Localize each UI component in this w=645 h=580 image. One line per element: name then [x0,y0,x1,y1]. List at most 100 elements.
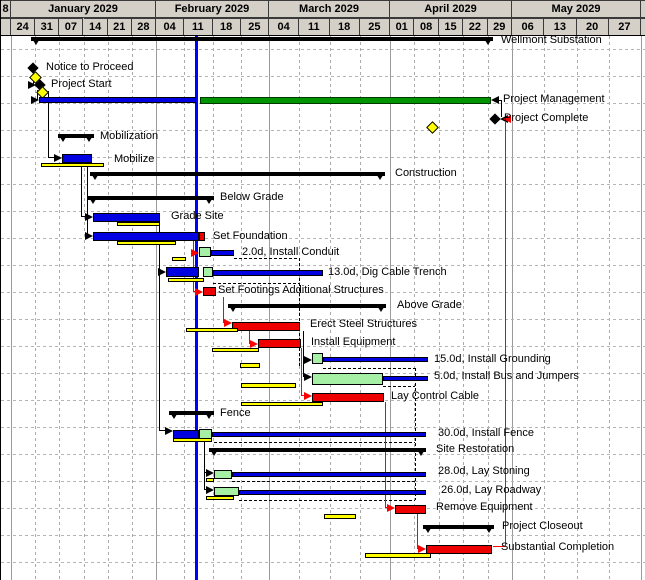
gantt-bar-set-footings-additional-structures[interactable] [203,287,216,296]
gantt-bar-erect-steel-structures[interactable] [186,328,238,332]
task-label-project-management: Project Management [503,93,605,105]
gantt-bar-lay-control-cable[interactable] [241,402,323,406]
gantt-bar-grade-site[interactable] [93,213,160,222]
gantt-bar-lay-roadway[interactable] [214,487,239,496]
gantt-bar-install-fence[interactable] [212,432,426,437]
gantt-bar-install-bus-and-jumpers[interactable] [241,383,296,388]
dependency-line [87,167,88,236]
gantt-bar-lay-roadway[interactable] [239,490,426,495]
row-gridline [1,535,645,536]
gantt-bar-lay-stoning[interactable] [232,472,426,477]
week-gridline [576,36,578,580]
week-header-cell: 07 [59,18,84,36]
milestone-project-complete[interactable] [489,113,501,125]
summary-bar-construction[interactable] [90,172,385,176]
gantt-bar-dig-cable-trench[interactable] [203,267,213,277]
week-header-cell: 25 [359,18,390,36]
task-label-install-bus-and-jumpers: 5.0d, Install Bus and Jumpers [434,370,579,382]
gantt-bar-lay-stoning[interactable] [206,478,214,482]
dependency-line [193,241,194,292]
row-gridline [1,427,645,428]
summary-bar-wellmont-substation[interactable] [31,37,493,41]
gantt-bar-dig-cable-trench[interactable] [166,267,199,277]
task-label-lay-stoning: 28.0d, Lay Stoning [438,465,530,477]
summary-end-triangle [209,448,219,456]
week-gridline [184,36,186,580]
gantt-bar-lay-roadway[interactable] [206,496,234,500]
gantt-bar-install-equipment[interactable] [212,348,259,352]
summary-end-triangle [416,448,426,456]
gantt-bar-install-grounding[interactable] [312,353,323,364]
gantt-bar-install-bus-and-jumpers[interactable] [383,376,428,381]
row-gridline [1,130,645,131]
late-date-dashed-line [232,481,415,482]
task-label-install-conduit: 2.0d, Install Conduit [242,246,340,258]
dependency-line [37,90,38,100]
late-date-dashed-line [214,442,415,443]
gantt-bar-install-conduit[interactable] [172,257,186,261]
summary-end-triangle [204,411,214,419]
summary-end-triangle [376,304,386,312]
week-gridline [59,36,61,580]
summary-bar-site-restoration[interactable] [209,448,426,452]
gantt-bar-substantial-completion[interactable] [426,545,492,554]
week-gridline [83,36,85,580]
summary-bar-above-grade[interactable] [228,304,386,308]
row-gridline [1,76,645,77]
gantt-bar-install-bus-and-jumpers[interactable] [312,373,383,385]
week-header-cell: 04 [156,18,185,36]
gantt-bar-install-conduit[interactable] [211,250,234,256]
gantt-bar-erect-steel-structures[interactable] [232,322,300,331]
gantt-bar-mobilize[interactable] [41,163,104,167]
gantt-bar-remove-equipment[interactable] [395,505,426,514]
month-gridline [641,36,642,580]
gantt-bar-grade-site[interactable] [117,222,160,226]
summary-bar-mobilization[interactable] [58,134,94,138]
dependency-line [505,122,506,546]
gantt-bar-install-grounding[interactable] [240,363,260,368]
gantt-bar-dig-cable-trench[interactable] [213,270,323,276]
task-label-install-fence: 30.0d, Install Fence [438,427,535,439]
dependency-arrow [418,545,426,553]
gantt-bar-substantial-completion[interactable] [365,553,431,558]
task-label-above-grade: Above Grade [397,299,462,311]
row-gridline [1,49,645,50]
month-header-cell: April 2029 [390,0,512,18]
task-label-set-foundation: Set Foundation [213,230,288,242]
week-gridline [608,36,610,580]
week-header-cell: 18 [329,18,360,36]
gantt-bar-install-fence[interactable] [173,438,212,442]
gantt-bar-project-management[interactable] [39,97,196,103]
gantt-bar-project-management[interactable] [200,97,491,104]
gantt-bar-mobilize[interactable] [62,154,92,163]
dependency-line [493,546,505,547]
week-header-cell: 04 [269,18,300,36]
gantt-bar-set-foundation[interactable] [93,232,199,241]
summary-bar-project-closeout[interactable] [423,525,494,529]
week-header-cell: 14 [83,18,108,36]
dependency-arrow [31,96,39,104]
gantt-bar-dig-cable-trench[interactable] [168,278,204,282]
gantt-bar-lay-stoning[interactable] [214,470,232,479]
gantt-bar-remove-equipment[interactable] [324,514,356,519]
week-header-cell: 18 [212,18,241,36]
task-label-mobilization: Mobilization [100,130,159,142]
gantt-bar-set-foundation[interactable] [117,241,176,245]
summary-bar-fence[interactable] [169,411,214,415]
summary-bar-below-grade[interactable] [88,196,214,200]
gantt-bar-lay-control-cable[interactable] [312,393,384,402]
baseline-milestone-project-complete [426,121,439,134]
month-header-cell: 8 [1,0,11,18]
gantt-bar-install-conduit[interactable] [199,247,211,257]
dependency-line [81,167,82,217]
gantt-bar-set-foundation[interactable] [199,232,205,241]
gantt-bar-install-grounding[interactable] [323,357,428,362]
week-gridline [212,36,214,580]
week-gridline [240,36,242,580]
summary-end-triangle [375,172,385,180]
row-gridline [1,184,645,185]
gantt-bar-install-equipment[interactable] [258,339,301,348]
row-gridline [1,562,645,563]
late-date-dashed-line [299,258,300,368]
